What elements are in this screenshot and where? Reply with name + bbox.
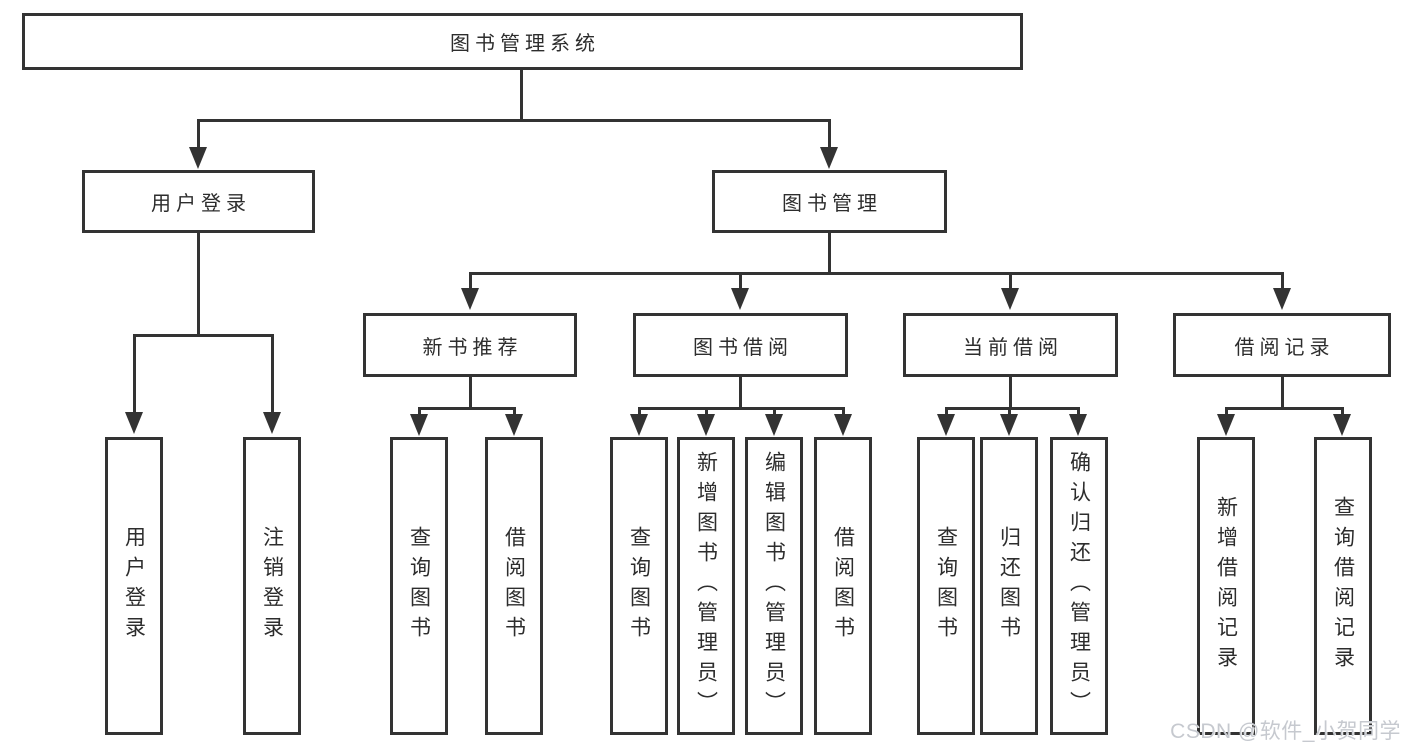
leaf-user-login-label: 用户登录 (122, 526, 146, 646)
connector-line (469, 377, 472, 410)
node-borrow-records: 借阅记录 (1173, 313, 1391, 377)
leaf-query-borrow-record-label: 查询借阅记录 (1331, 496, 1355, 676)
node-new-book-recommend-label: 新书推荐 (422, 336, 523, 359)
connector-line (133, 334, 274, 337)
connector-line (197, 119, 200, 150)
node-book-management: 图书管理 (712, 170, 947, 233)
leaf-return-book: 归还图书 (980, 437, 1038, 735)
connector-line (1077, 407, 1080, 416)
arrowhead-down (1217, 414, 1235, 436)
arrowhead-down (1333, 414, 1351, 436)
leaf-query-books-recommend: 查询图书 (390, 437, 448, 735)
node-borrow-records-label: 借阅记录 (1234, 336, 1335, 359)
connector-line (739, 272, 742, 290)
arrowhead-down (263, 412, 281, 434)
connector-line (773, 407, 776, 416)
leaf-logout: 注销登录 (243, 437, 301, 735)
leaf-borrow-book: 借阅图书 (814, 437, 872, 735)
arrowhead-down (410, 414, 428, 436)
connector-line (133, 334, 136, 412)
arrowhead-down (630, 414, 648, 436)
arrowhead-down (125, 412, 143, 434)
connector-line (513, 407, 516, 416)
arrowhead-down (731, 288, 749, 310)
node-current-borrow-label: 当前借阅 (963, 336, 1063, 359)
leaf-confirm-return-admin: 确认归还（管理员） (1050, 437, 1108, 735)
arrowhead-down (834, 414, 852, 436)
leaf-add-book-admin-label: 新增图书（管理员） (694, 451, 718, 721)
leaf-borrow-books-recommend-label: 借阅图书 (502, 526, 526, 646)
leaf-return-book-label: 归还图书 (997, 526, 1021, 646)
leaf-edit-book-admin: 编辑图书（管理员） (745, 437, 803, 735)
connector-line (1009, 377, 1012, 410)
leaf-add-borrow-record: 新增借阅记录 (1197, 437, 1255, 735)
connector-line (1009, 272, 1012, 290)
connector-line (739, 377, 742, 410)
connector-line (828, 119, 831, 150)
leaf-query-books-current: 查询图书 (917, 437, 975, 735)
arrowhead-down (765, 414, 783, 436)
csdn-watermark: CSDN @软件_小贺同学 (1170, 720, 1401, 743)
node-root-label: 图书管理系统 (450, 33, 600, 55)
leaf-query-books-current-label: 查询图书 (934, 526, 958, 646)
connector-line (469, 272, 472, 290)
arrowhead-down (461, 288, 479, 310)
leaf-query-borrow-record: 查询借阅记录 (1314, 437, 1372, 735)
arrowhead-down (1273, 288, 1291, 310)
leaf-edit-book-admin-label: 编辑图书（管理员） (762, 451, 786, 721)
node-book-borrow-label: 图书借阅 (693, 336, 793, 359)
node-new-book-recommend: 新书推荐 (363, 313, 577, 377)
connector-line (828, 233, 831, 275)
connector-line (271, 334, 274, 412)
connector-line (520, 70, 523, 121)
connector-line (1341, 407, 1344, 416)
connector-line (1008, 407, 1011, 416)
connector-line (469, 272, 1283, 275)
node-user-login-label: 用户登录 (151, 193, 251, 215)
node-book-borrow: 图书借阅 (633, 313, 848, 377)
arrowhead-down (697, 414, 715, 436)
connector-line (197, 119, 831, 122)
node-book-management-label: 图书管理 (782, 193, 882, 215)
leaf-user-login: 用户登录 (105, 437, 163, 735)
leaf-add-book-admin: 新增图书（管理员） (677, 437, 735, 735)
connector-line (197, 233, 200, 337)
leaf-query-books-borrow-label: 查询图书 (627, 526, 651, 646)
arrowhead-down (1000, 414, 1018, 436)
connector-line (418, 407, 421, 416)
arrowhead-down (937, 414, 955, 436)
arrowhead-down (189, 147, 207, 169)
leaf-add-borrow-record-label: 新增借阅记录 (1214, 496, 1238, 676)
node-current-borrow: 当前借阅 (903, 313, 1118, 377)
leaf-borrow-books-recommend: 借阅图书 (485, 437, 543, 735)
connector-line (638, 407, 844, 410)
leaf-query-books-recommend-label: 查询图书 (407, 526, 431, 646)
connector-line (705, 407, 708, 416)
leaf-confirm-return-admin-label: 确认归还（管理员） (1067, 451, 1091, 721)
leaf-logout-label: 注销登录 (260, 526, 284, 646)
connector-line (1281, 377, 1284, 410)
arrowhead-down (820, 147, 838, 169)
connector-line (1281, 272, 1284, 290)
arrowhead-down (1069, 414, 1087, 436)
node-user-login: 用户登录 (82, 170, 315, 233)
connector-line (945, 407, 948, 416)
connector-line (1225, 407, 1228, 416)
arrowhead-down (505, 414, 523, 436)
connector-line (1225, 407, 1343, 410)
leaf-borrow-book-label: 借阅图书 (831, 526, 855, 646)
connector-line (842, 407, 845, 416)
connector-line (945, 407, 1079, 410)
node-root: 图书管理系统 (22, 13, 1023, 70)
leaf-query-books-borrow: 查询图书 (610, 437, 668, 735)
connector-line (638, 407, 641, 416)
connector-line (418, 407, 516, 410)
arrowhead-down (1001, 288, 1019, 310)
